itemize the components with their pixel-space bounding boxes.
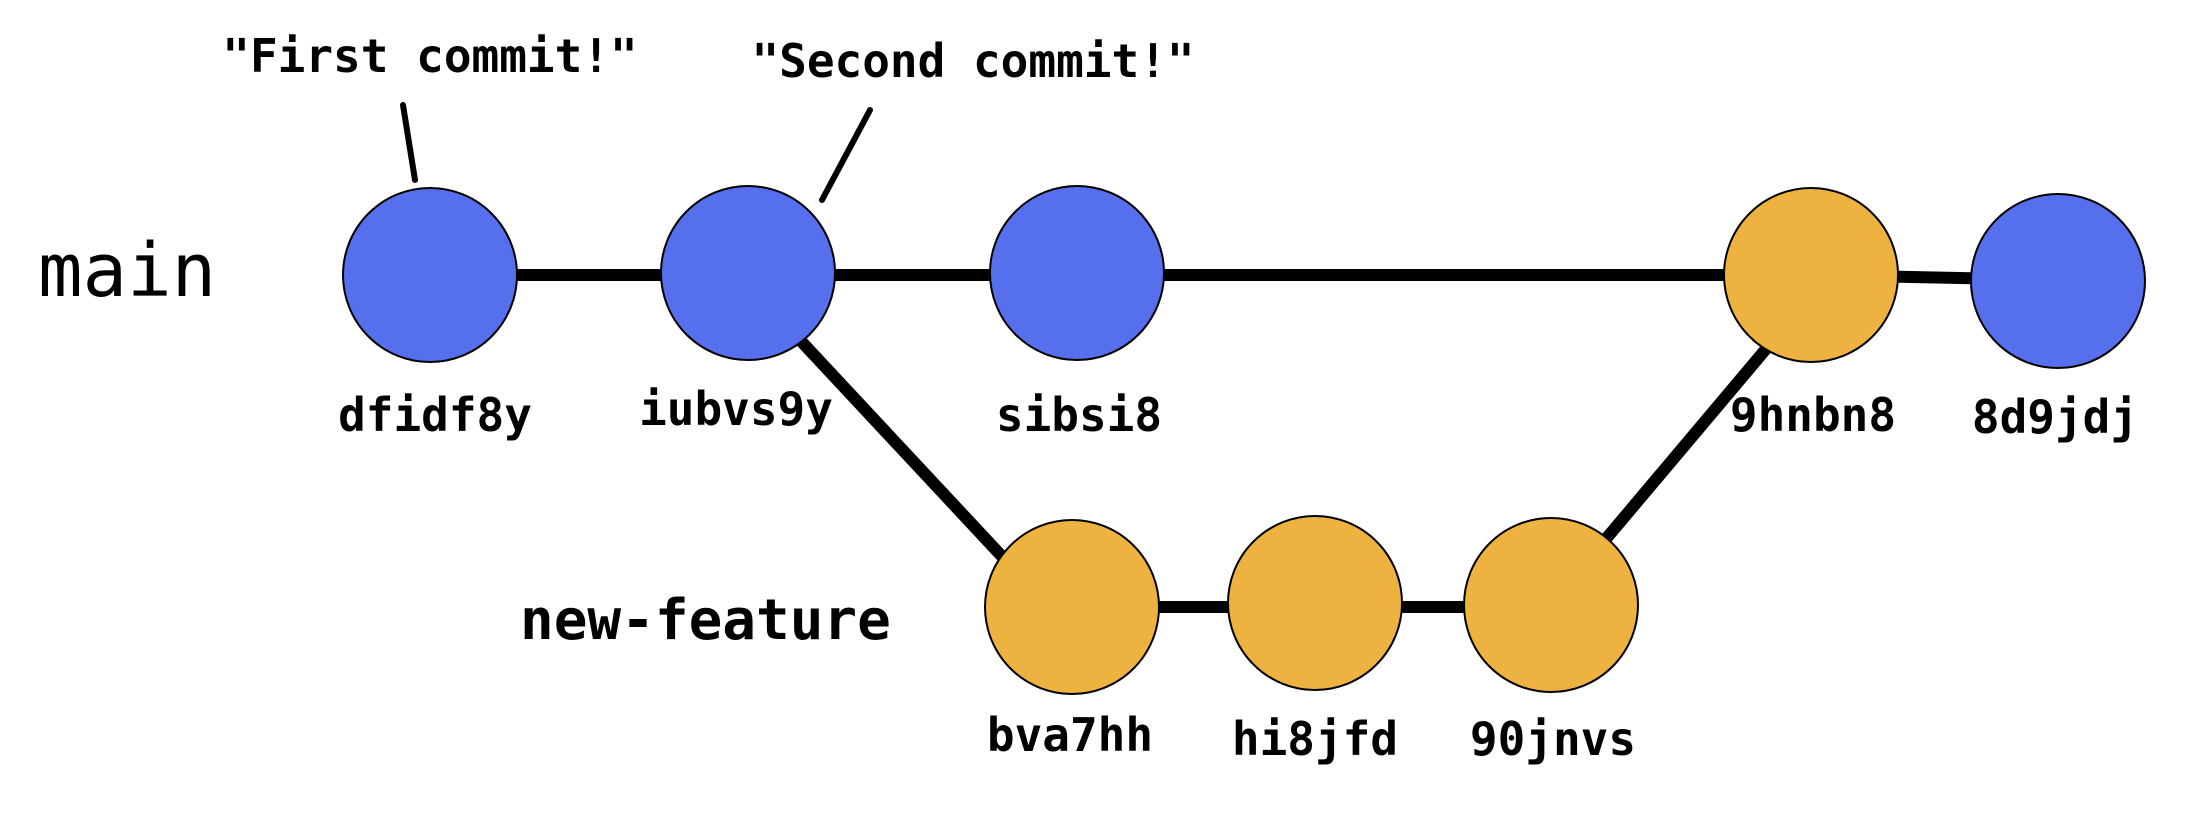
- commit-label-iubvs9y: iubvs9y: [639, 382, 833, 436]
- commit-label-9hnbn8: 9hnbn8: [1730, 388, 1896, 442]
- commit-node-dfidf8y[interactable]: [342, 187, 518, 363]
- edge-90jnvs-9hnbn8: [1600, 339, 1776, 544]
- pointer-first-commit: [400, 102, 418, 183]
- commit-nodes: [342, 185, 2146, 695]
- commit-node-9hnbn8[interactable]: [1723, 187, 1899, 363]
- commit-label-8d9jdj: 8d9jdj: [1972, 390, 2138, 444]
- edge-iubvs9y-bva7hh: [795, 335, 1015, 570]
- commit-node-bva7hh[interactable]: [984, 519, 1160, 695]
- commit-label-dfidf8y: dfidf8y: [338, 388, 532, 442]
- commit-node-90jnvs[interactable]: [1463, 517, 1639, 693]
- commit-node-iubvs9y[interactable]: [660, 185, 836, 361]
- annotation-first-commit: "First commit!": [222, 29, 637, 83]
- commit-annotations: "First commit!" "Second commit!": [222, 29, 1194, 88]
- commit-node-sibsi8[interactable]: [989, 185, 1165, 361]
- commit-node-hi8jfd[interactable]: [1227, 515, 1403, 691]
- commit-label-hi8jfd: hi8jfd: [1232, 712, 1398, 766]
- commit-label-bva7hh: bva7hh: [987, 708, 1153, 762]
- commit-labels: dfidf8y iubvs9y sibsi8 bva7hh hi8jfd 90j…: [338, 382, 2138, 766]
- pointer-second-commit: [819, 107, 873, 203]
- commit-label-sibsi8: sibsi8: [996, 388, 1162, 442]
- commit-label-90jnvs: 90jnvs: [1470, 712, 1636, 766]
- branch-label-main: main: [38, 228, 216, 314]
- annotation-second-commit: "Second commit!": [751, 34, 1194, 88]
- commit-node-8d9jdj[interactable]: [1970, 193, 2146, 369]
- branch-label-new-feature: new-feature: [520, 588, 891, 653]
- annotation-pointers: [400, 102, 873, 203]
